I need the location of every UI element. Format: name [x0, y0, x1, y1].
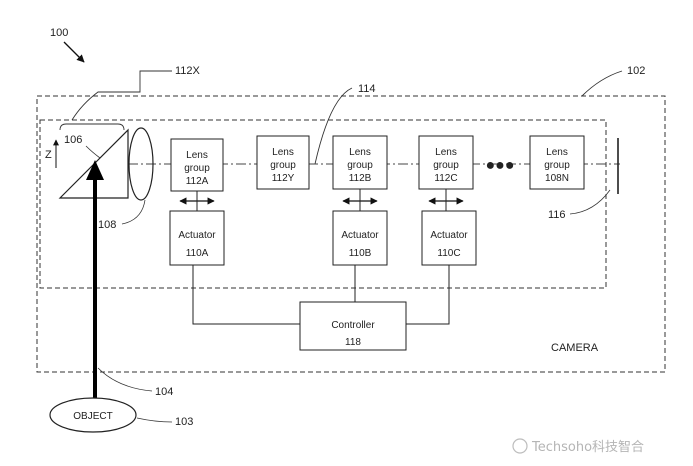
watermark: Techsoho科技智合: [512, 438, 644, 455]
lens-group-108n: Lens group 108N: [529, 135, 585, 190]
lens-group-112a-line3: 112A: [186, 176, 209, 187]
lens-group-112c: Lens group 112C: [418, 135, 474, 190]
object-label: OBJECT: [73, 411, 112, 422]
optical-axis-ref-label: 114: [358, 83, 376, 95]
ref-100-arrow: [63, 41, 85, 63]
group-x-ref-label: 112X: [175, 65, 201, 77]
ellipsis-dots: ●●●: [486, 157, 515, 174]
lens-module-box: [39, 119, 607, 289]
watermark-logo-icon: [512, 438, 528, 454]
object-light-arrowhead: [86, 160, 104, 180]
lens-group-112b-line1: Lens: [349, 147, 371, 158]
object-ref-leader: [136, 417, 173, 423]
lens-group-112y-line1: Lens: [272, 147, 294, 158]
lens-ref-leader: [121, 199, 146, 225]
z-axis-label: Z: [45, 149, 52, 161]
lens-group-112a-line1: Lens: [186, 150, 208, 161]
lens-group-112a: Lens group 112A: [170, 138, 224, 192]
lens-group-112b-line2: group: [347, 160, 373, 171]
optical-axis-leader: [314, 87, 353, 165]
actuator-110b-ref: 110B: [349, 248, 372, 259]
camera-ref-label: 102: [627, 65, 645, 77]
group-x-bracket: [59, 123, 125, 131]
axis-ref-label: 104: [155, 386, 173, 398]
actuator-110b-title: Actuator: [341, 230, 379, 241]
ref-100-label: 100: [50, 27, 68, 39]
camera-ref-leader: [581, 70, 623, 97]
actuator-110c-ref: 110C: [437, 248, 460, 259]
actuator-110c-title: Actuator: [430, 230, 468, 241]
sensor-ref-label: 116: [548, 209, 566, 221]
lens-group-108n-line2: group: [544, 160, 570, 171]
lens-group-112y: Lens group 112Y: [256, 135, 310, 190]
axis-ref-leader: [97, 367, 153, 392]
prism-ref-leader: [85, 145, 101, 159]
controller-118: Controller 118: [299, 301, 407, 351]
lens-group-112a-line2: group: [184, 163, 210, 174]
lens-group-112y-line3: 112Y: [272, 173, 295, 184]
lens-108: [128, 127, 154, 201]
controller-title: Controller: [331, 320, 375, 331]
lens-ref-label: 108: [98, 219, 116, 231]
lens-group-112c-line3: 112C: [434, 173, 457, 184]
camera-box: [36, 95, 666, 373]
link-110a-controller: [192, 265, 300, 325]
lens-group-108n-line1: Lens: [546, 147, 568, 158]
watermark-text: Techsoho科技智合: [531, 440, 644, 455]
object-ref-label: 103: [175, 416, 193, 428]
actuator-110b: Actuator 110B: [332, 210, 388, 266]
prism-ref-label: 106: [64, 134, 82, 146]
lens-group-112b-line3: 112B: [349, 173, 372, 184]
lens-group-112y-line2: group: [270, 160, 296, 171]
link-110c-controller: [406, 265, 450, 325]
controller-ref: 118: [345, 337, 361, 348]
actuator-110a: Actuator 110A: [169, 210, 225, 266]
lens-group-108n-line3: 108N: [545, 173, 569, 184]
object-ellipse: [49, 397, 137, 433]
actuator-110c: Actuator 110C: [421, 210, 477, 266]
sensor-ref-leader: [569, 189, 611, 215]
camera-label: CAMERA: [551, 342, 599, 354]
actuator-110a-ref: 110A: [186, 248, 209, 259]
group-x-leader: [71, 70, 172, 121]
lens-group-112b: Lens group 112B: [332, 135, 388, 190]
lens-group-112c-line2: group: [433, 160, 459, 171]
actuator-110a-title: Actuator: [178, 230, 216, 241]
lens-group-112c-line1: Lens: [435, 147, 457, 158]
